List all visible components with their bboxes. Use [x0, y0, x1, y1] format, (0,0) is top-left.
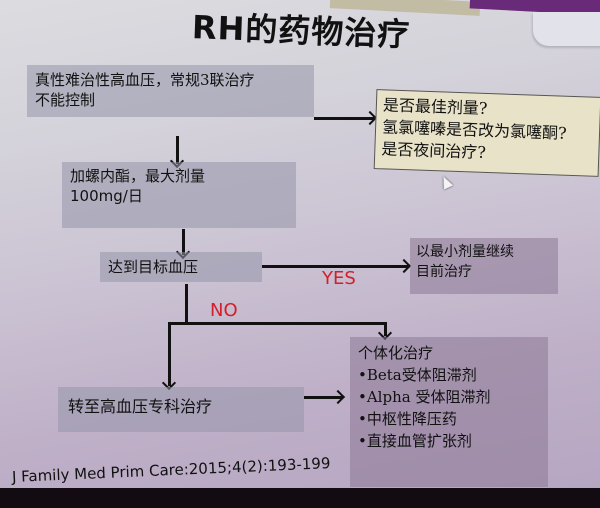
- node-target-bp: 达到目标血压: [100, 252, 262, 282]
- node-check-questions: 是否最佳剂量? 氢氯噻嗪是否改为氯噻酮? 是否夜间治疗?: [373, 89, 600, 177]
- arrow-spironolactone-to-target: [182, 229, 185, 255]
- node-individualized-title: 个体化治疗: [358, 344, 434, 362]
- drug-item-beta-blocker: •Beta受体阻滞剂: [358, 366, 477, 384]
- arrow-start-to-check: [314, 117, 374, 120]
- edge-label-yes: YES: [322, 268, 356, 289]
- node-spironolactone: 加螺内酯，最大剂量 100mg/日: [62, 162, 296, 228]
- drug-item-vasodilator: •直接血管扩张剂: [358, 432, 472, 450]
- line-no-horizontal: [168, 322, 386, 325]
- arrow-no-to-individualized: [384, 322, 387, 336]
- arrow-yes-to-continue: [262, 265, 408, 268]
- arrow-start-to-spironolactone: [176, 136, 179, 164]
- node-spironolactone-line-2: 100mg/日: [70, 187, 143, 205]
- slide-corner-decoration: [533, 12, 600, 46]
- node-referral-label: 转至高血压专科治疗: [68, 397, 213, 416]
- node-continue-therapy: 以最小剂量继续 目前治疗: [410, 238, 558, 294]
- line-no-down: [185, 284, 188, 324]
- arrow-referral-to-individualized: [304, 396, 342, 399]
- mouse-cursor-icon: [438, 174, 454, 190]
- node-individualized: 个体化治疗 •Beta受体阻滞剂 •Alpha 受体阻滞剂 •中枢性降压药 •直…: [350, 337, 548, 487]
- node-start: 真性难治性高血压，常规3联治疗 不能控制: [27, 65, 314, 117]
- node-target-bp-label: 达到目标血压: [108, 258, 199, 276]
- node-continue-line-1: 以最小剂量继续: [416, 244, 514, 260]
- drug-item-alpha-blocker: •Alpha 受体阻滞剂: [358, 388, 491, 406]
- node-start-line-2: 不能控制: [35, 91, 96, 109]
- arrow-no-to-referral: [168, 322, 171, 386]
- drug-item-central-agent: •中枢性降压药: [358, 410, 457, 428]
- node-spironolactone-line-1: 加螺内酯，最大剂量: [70, 167, 206, 185]
- node-start-line-1: 真性难治性高血压，常规3联治疗: [35, 71, 255, 89]
- citation-reference: J Family Med Prim Care:2015;4(2):193-199: [11, 454, 331, 486]
- node-continue-line-2: 目前治疗: [416, 264, 472, 280]
- slide-title: RH的药物治疗: [191, 8, 411, 54]
- edge-label-no: NO: [210, 300, 238, 321]
- node-referral: 转至高血压专科治疗: [58, 387, 304, 432]
- projector-border: [0, 488, 600, 508]
- presentation-slide: RH的药物治疗 真性难治性高血压，常规3联治疗 不能控制 是否最佳剂量? 氢氯噻…: [0, 0, 600, 490]
